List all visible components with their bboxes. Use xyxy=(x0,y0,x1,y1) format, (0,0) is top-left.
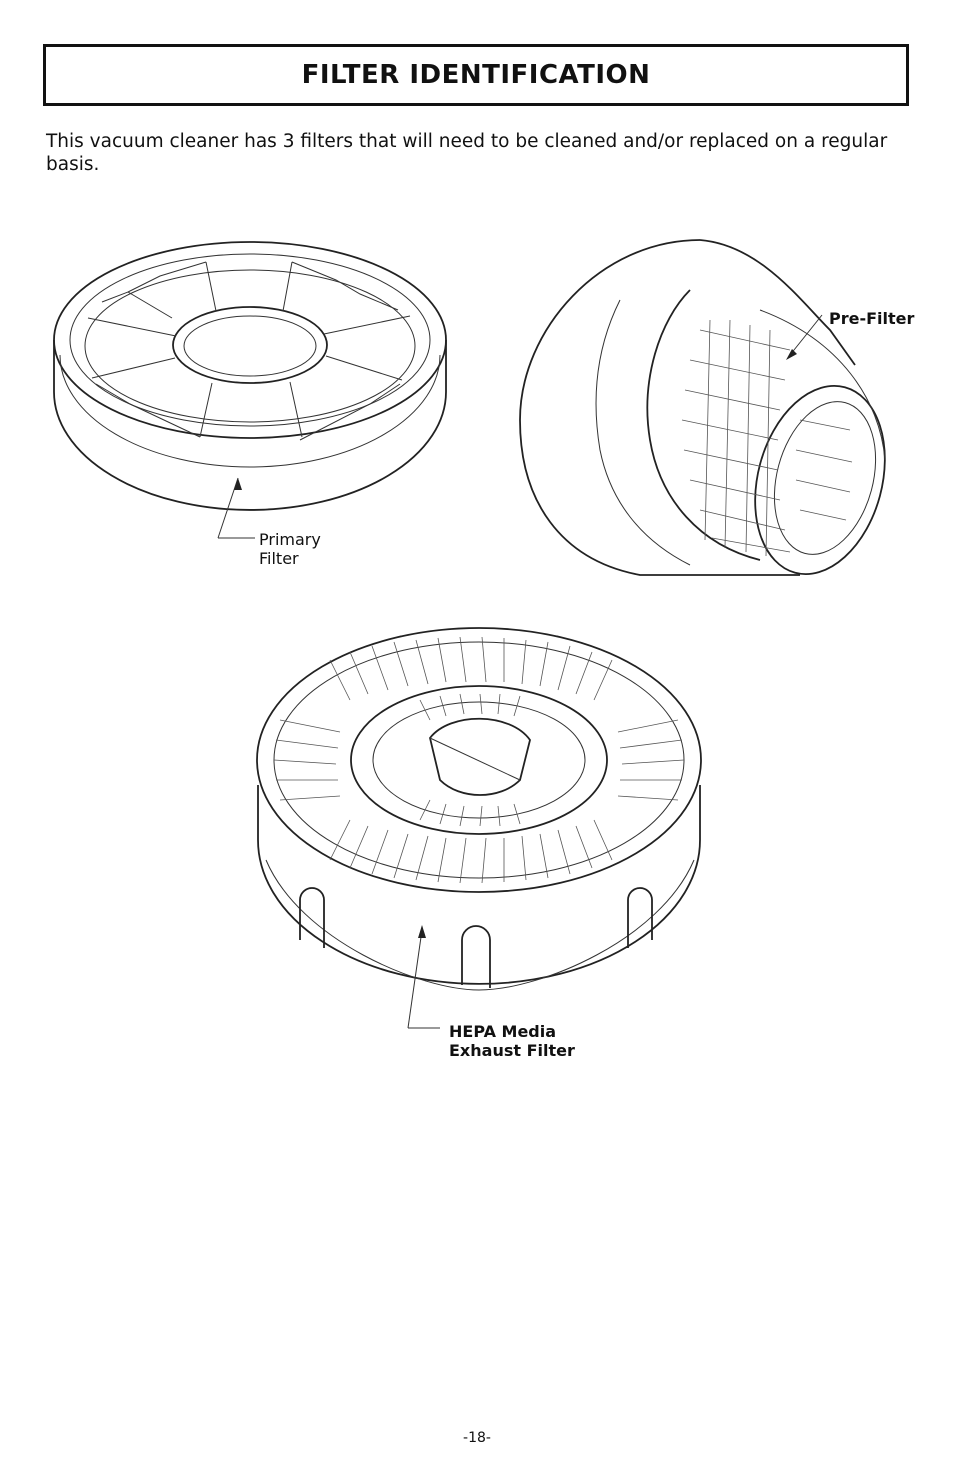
primary-filter-label: Primary Filter xyxy=(259,530,321,568)
hepa-filter-label: HEPA Media Exhaust Filter xyxy=(449,1022,575,1060)
hepa-filter-label-line2: Exhaust Filter xyxy=(449,1041,575,1060)
page-title: FILTER IDENTIFICATION xyxy=(301,60,651,90)
primary-filter-label-line2: Filter xyxy=(259,549,299,568)
pre-filter-illustration xyxy=(519,239,886,576)
pre-filter-label: Pre-Filter xyxy=(829,309,915,328)
intro-paragraph: This vacuum cleaner has 3 filters that w… xyxy=(46,131,888,175)
primary-filter-label-line1: Primary xyxy=(259,530,321,549)
hepa-filter-label-line1: HEPA Media xyxy=(449,1022,557,1041)
page-number: -18- xyxy=(463,1430,491,1446)
hepa-filter-illustration xyxy=(256,627,702,1029)
primary-filter-illustration xyxy=(53,241,447,539)
title-box: FILTER IDENTIFICATION xyxy=(43,44,909,106)
